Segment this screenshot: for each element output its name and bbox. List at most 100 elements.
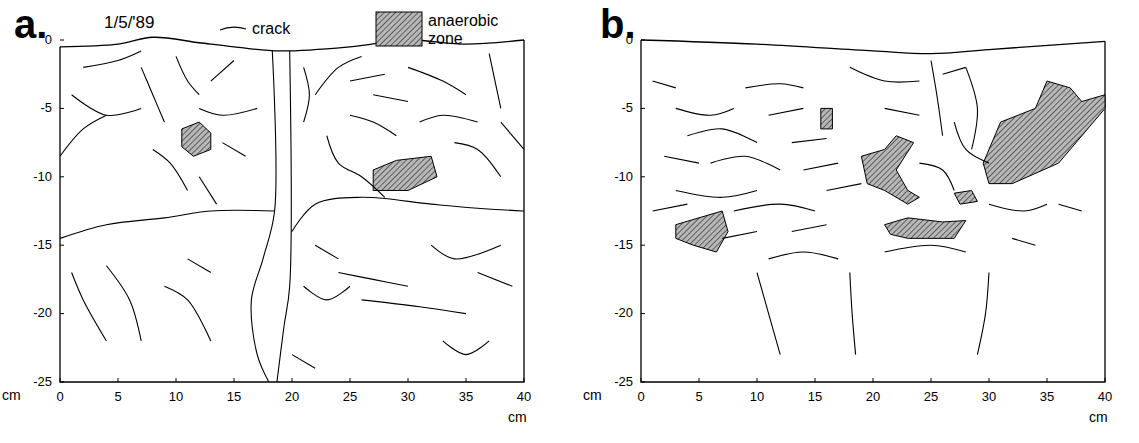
tick-mark [60, 245, 64, 246]
axis-unit: cm [1089, 410, 1108, 425]
crack-line [199, 177, 216, 204]
crack-line [757, 273, 780, 355]
tick-mark [350, 378, 351, 382]
profile-panel [641, 40, 1105, 382]
tick-mark [60, 176, 64, 177]
tick-mark [815, 378, 816, 382]
tick-mark [931, 378, 932, 382]
axis-tick-label: 35 [1040, 390, 1054, 404]
axis-tick-label: 20 [866, 390, 880, 404]
tick-mark [1047, 378, 1048, 382]
crack-line [277, 51, 291, 382]
crack-line [769, 108, 804, 115]
axis-tick-label: 30 [982, 390, 996, 404]
date-label: 1/5/'89 [104, 14, 155, 33]
crack-line [792, 225, 827, 232]
anaerobic-zone [954, 190, 977, 204]
crack-line [60, 115, 106, 156]
crack-line [977, 273, 989, 355]
crack-line [176, 56, 199, 94]
axis-tick-label: 0 [637, 390, 644, 404]
axis-tick-label: -10 [33, 170, 52, 184]
axis-tick-label: -10 [614, 170, 633, 184]
crack-line [141, 67, 164, 122]
crack-line [199, 108, 257, 115]
crack-line [292, 197, 524, 231]
crack-line [919, 163, 954, 190]
crack-line [315, 56, 361, 94]
tick-mark [641, 108, 645, 109]
anaerobic-zone [373, 156, 437, 190]
profile-panel [60, 37, 524, 382]
crack-line [803, 163, 838, 170]
crack-line [211, 61, 234, 82]
crack-line [420, 115, 478, 122]
axis-tick-label: -20 [33, 306, 52, 320]
crack-line [943, 67, 966, 74]
crack-line [931, 61, 943, 136]
crack-line [827, 184, 862, 191]
crack-line [106, 266, 141, 341]
axis-tick-label: -5 [621, 101, 633, 115]
axis-tick-label: -25 [33, 375, 52, 389]
tick-mark [60, 108, 64, 109]
crack-line [792, 138, 827, 142]
tick-mark [292, 378, 293, 382]
axis-unit: cm [583, 388, 602, 403]
tick-mark [176, 378, 177, 382]
legend-text: anaerobic zone [428, 12, 520, 47]
crack-line [188, 259, 211, 273]
crack-legend-sample [220, 27, 246, 30]
tick-mark [989, 378, 990, 382]
crack-line [989, 204, 1047, 211]
axis-tick-label: -5 [40, 101, 52, 115]
crack-line [478, 273, 513, 287]
axis-tick-label: 20 [285, 390, 299, 404]
axis-tick-label: 5 [695, 390, 702, 404]
tick-mark [641, 313, 645, 314]
crack-line [501, 122, 524, 149]
tick-mark [641, 176, 645, 177]
crack-line [164, 286, 210, 341]
axis-frame [641, 40, 1105, 382]
tick-mark [699, 378, 700, 382]
crack-line [676, 190, 757, 197]
crack-line [954, 122, 989, 163]
crack-line [885, 245, 966, 252]
axis-tick-label: 30 [401, 390, 415, 404]
crack-line [83, 51, 141, 67]
crack-line [653, 81, 676, 88]
crack-line [1059, 204, 1082, 211]
crack-line [350, 115, 396, 136]
crack-line [850, 67, 920, 82]
crack-line [350, 74, 385, 81]
axis-frame [60, 40, 524, 382]
axis-tick-label: 25 [924, 390, 938, 404]
crack-line [711, 156, 781, 170]
tick-mark [524, 378, 525, 382]
crack-line [222, 143, 245, 157]
tick-mark [234, 378, 235, 382]
axis-tick-label: -25 [614, 375, 633, 389]
crack-line [72, 273, 107, 341]
axis-unit: cm [2, 388, 21, 403]
tick-mark [60, 313, 64, 314]
crack-line [722, 232, 757, 239]
tick-mark [641, 382, 645, 383]
axis-tick-label: 0 [626, 33, 633, 47]
axis-unit: cm [508, 410, 527, 425]
tick-mark [641, 245, 645, 246]
crack-line [734, 204, 815, 211]
anaerobic-zone [983, 81, 1105, 184]
tick-mark [60, 378, 61, 382]
tick-mark [118, 378, 119, 382]
anaerobic-zone [821, 108, 833, 129]
axis-tick-label: 15 [227, 390, 241, 404]
anaerobic-zone [182, 122, 211, 156]
axis-tick-label: 35 [459, 390, 473, 404]
axis-tick-label: 40 [1098, 390, 1112, 404]
crack-line [454, 143, 500, 177]
soil-surface [641, 40, 1105, 54]
